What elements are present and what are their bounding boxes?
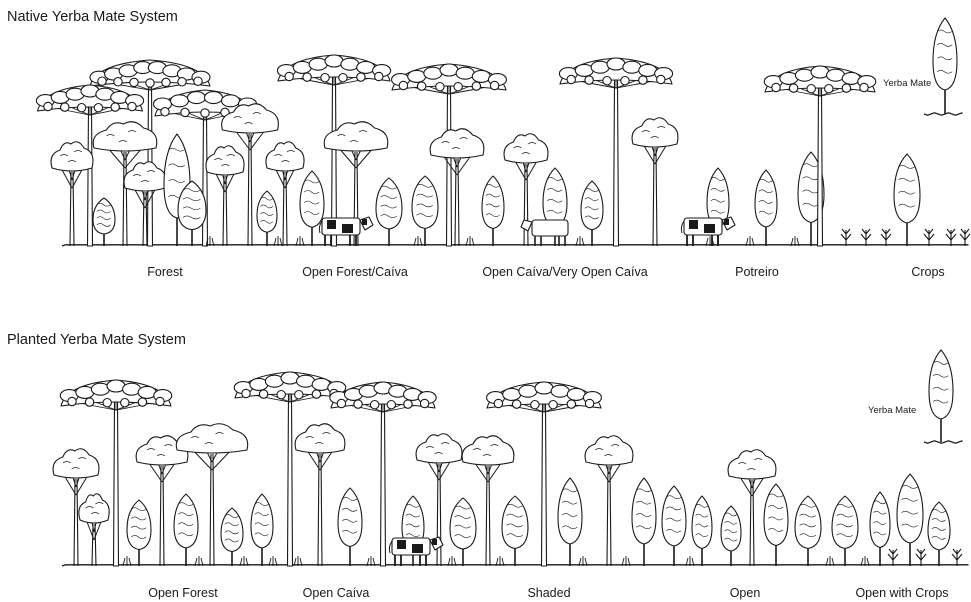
planted-category-shaded: Shaded [527, 586, 570, 600]
crop-sprout-icon [916, 549, 926, 566]
broadleaf-tree-icon [295, 424, 345, 566]
crop-sprout-icon [952, 549, 962, 566]
ground-line [924, 113, 963, 115]
native-category-open-caiva-very-open-caiva: Open Caíva/Very Open Caíva [482, 265, 647, 279]
yerba-mate-tree-icon [251, 494, 273, 566]
yerba-mate-tree-icon [764, 484, 788, 566]
araucaria-tree-icon [234, 372, 346, 566]
yerba-mate-tree-icon [450, 498, 476, 566]
yerba-mate-tree-icon [338, 488, 362, 566]
yerba-mate-tree-icon [502, 496, 528, 566]
yerba-mate-tree-icon [721, 506, 741, 566]
planted-category-open-forest: Open Forest [148, 586, 217, 600]
yerba-mate-tree-icon [127, 500, 151, 566]
crop-sprout-icon [841, 229, 851, 246]
crop-sprout-icon [861, 229, 871, 246]
cow-icon [681, 217, 735, 246]
planted-category-open-caiva: Open Caíva [303, 586, 370, 600]
crop-sprout-icon [946, 229, 956, 246]
broadleaf-tree-icon [585, 436, 633, 566]
yerba-mate-tree-icon [376, 178, 402, 246]
yerba-mate-tree-icon [93, 198, 115, 246]
yerba-mate-tree-icon [928, 502, 950, 566]
yerba-mate-tree-icon [870, 492, 890, 566]
planted-category-open: Open [730, 586, 761, 600]
yerba-mate-tree-icon [632, 478, 656, 566]
yerba-mate-tree-icon [929, 350, 953, 442]
broadleaf-tree-icon [430, 129, 484, 246]
yerba-mate-tree-icon [692, 496, 712, 566]
planted-system-illustration [0, 340, 971, 580]
native-category-forest: Forest [147, 265, 182, 279]
yerba-mate-tree-icon [221, 508, 243, 566]
broadleaf-tree-icon [79, 494, 109, 566]
yerba-mate-tree-icon [795, 496, 821, 566]
araucaria-tree-icon [764, 66, 876, 246]
broadleaf-tree-icon [51, 142, 93, 246]
yerba-mate-tree-icon [581, 181, 603, 246]
native-yerba-mate-legend-label: Yerba Mate [883, 78, 931, 89]
broadleaf-tree-icon [206, 146, 244, 246]
planted-category-open-with-crops: Open with Crops [855, 586, 948, 600]
yerba-mate-tree-icon [412, 176, 438, 246]
yerba-mate-tree-icon [755, 170, 777, 246]
cow-icon [319, 217, 373, 246]
yerba-mate-tree-icon [933, 18, 957, 114]
native-category-open-forest-caiva: Open Forest/Caíva [302, 265, 408, 279]
crop-sprout-icon [888, 549, 898, 566]
yerba-mate-tree-icon [300, 171, 324, 246]
planted-yerba-mate-legend-label: Yerba Mate [868, 405, 916, 416]
yerba-mate-tree-icon [174, 494, 198, 566]
ground-line [924, 441, 963, 443]
yerba-mate-tree-icon [832, 496, 858, 566]
yerba-mate-tree-icon [662, 486, 686, 566]
crop-sprout-icon [924, 229, 934, 246]
yerba-mate-tree-icon [482, 176, 504, 246]
yerba-mate-tree-icon [558, 478, 582, 566]
yerba-mate-tree-icon [257, 191, 277, 246]
cow-icon [389, 537, 443, 566]
broadleaf-tree-icon [124, 162, 166, 246]
native-category-crops: Crops [911, 265, 944, 279]
crop-sprout-icon [881, 229, 891, 246]
ground-line [62, 245, 969, 246]
broadleaf-tree-icon [632, 118, 678, 246]
native-system-illustration [0, 0, 971, 262]
yerba-mate-tree-icon [178, 181, 206, 246]
yerba-mate-tree-icon [894, 154, 920, 246]
crop-sprout-icon [960, 229, 970, 246]
native-category-potreiro: Potreiro [735, 265, 779, 279]
